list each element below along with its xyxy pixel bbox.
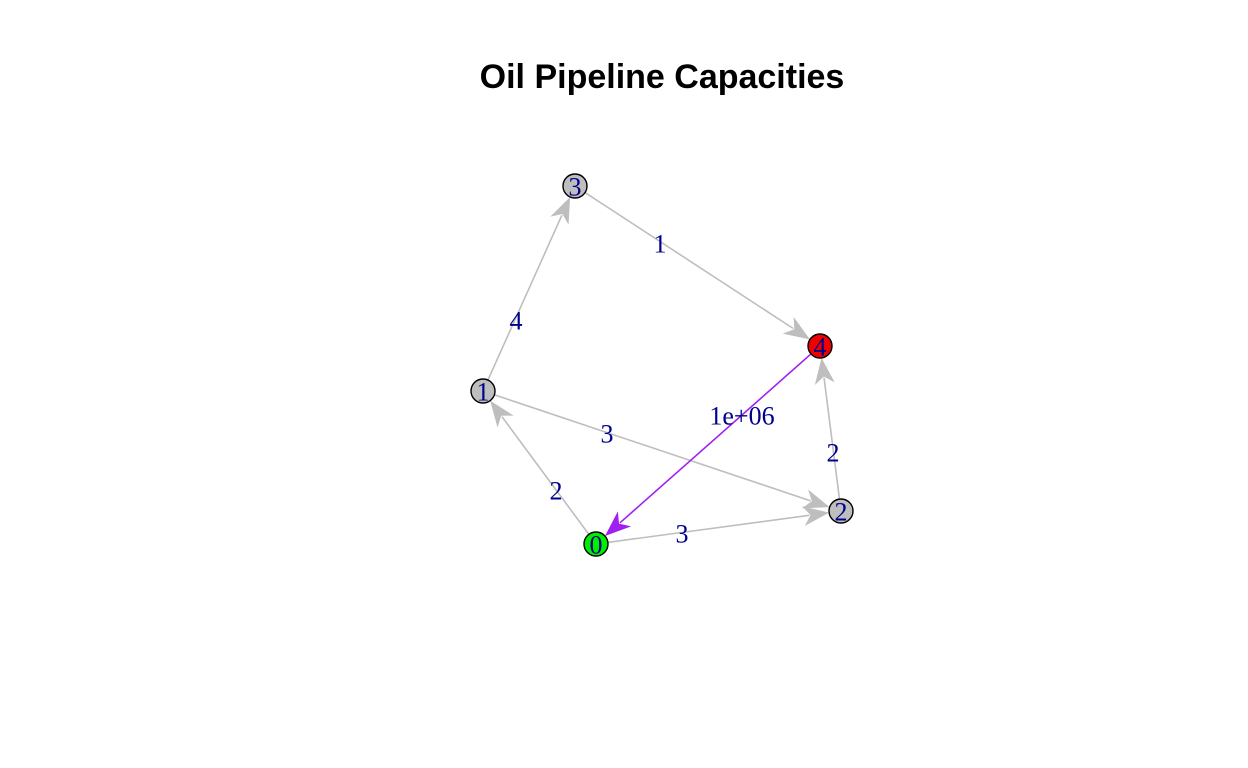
node-label: 4 (814, 333, 827, 362)
arrowhead-icon (802, 506, 830, 526)
edge-label: 2 (827, 439, 840, 468)
arrowhead-icon (801, 489, 830, 509)
node-circle (807, 333, 833, 359)
arrowhead-icon (490, 400, 514, 428)
edge-label: 3 (601, 420, 614, 449)
node-2: 2 (828, 498, 854, 527)
edge-1-3: 4 (487, 196, 571, 381)
edge-line (823, 377, 841, 500)
edge-line (619, 353, 812, 524)
arrowhead-icon (604, 511, 632, 537)
edge-label: 1e+06 (709, 402, 774, 431)
edge-4-0: 1e+06 (604, 353, 812, 537)
node-circle (583, 531, 609, 557)
edge-line (494, 394, 811, 502)
node-label: 2 (835, 498, 848, 527)
edges-layer: 2 3 3 4 2 1 1e+06 (487, 191, 841, 549)
graph-title: Oil Pipeline Capacities (479, 58, 845, 96)
node-label: 0 (590, 531, 603, 560)
edge-line (584, 191, 794, 330)
edge-2-4: 2 (814, 357, 841, 500)
node-3: 3 (562, 173, 588, 202)
edge-3-4: 1 (584, 191, 810, 340)
node-circle (562, 173, 588, 199)
edge-1-2: 3 (494, 394, 830, 509)
edge-line (607, 514, 810, 544)
node-0: 0 (583, 531, 609, 560)
edge-line (501, 416, 590, 535)
node-label: 1 (477, 378, 490, 407)
nodes-layer: 0 1 2 3 4 (470, 173, 854, 560)
edge-0-2: 3 (607, 506, 830, 549)
arrowhead-icon (550, 196, 571, 225)
arrowhead-icon (814, 357, 835, 385)
node-circle (470, 378, 496, 404)
edge-label: 3 (676, 520, 689, 549)
edge-0-1: 2 (490, 400, 590, 535)
node-circle (828, 498, 854, 524)
node-label: 3 (569, 173, 582, 202)
node-1: 1 (470, 378, 496, 407)
edge-label: 1 (654, 230, 667, 259)
node-4: 4 (807, 333, 833, 362)
edge-label: 2 (550, 477, 563, 506)
edge-line (487, 214, 563, 381)
edge-label: 4 (510, 307, 523, 336)
arrowhead-icon (782, 316, 810, 340)
